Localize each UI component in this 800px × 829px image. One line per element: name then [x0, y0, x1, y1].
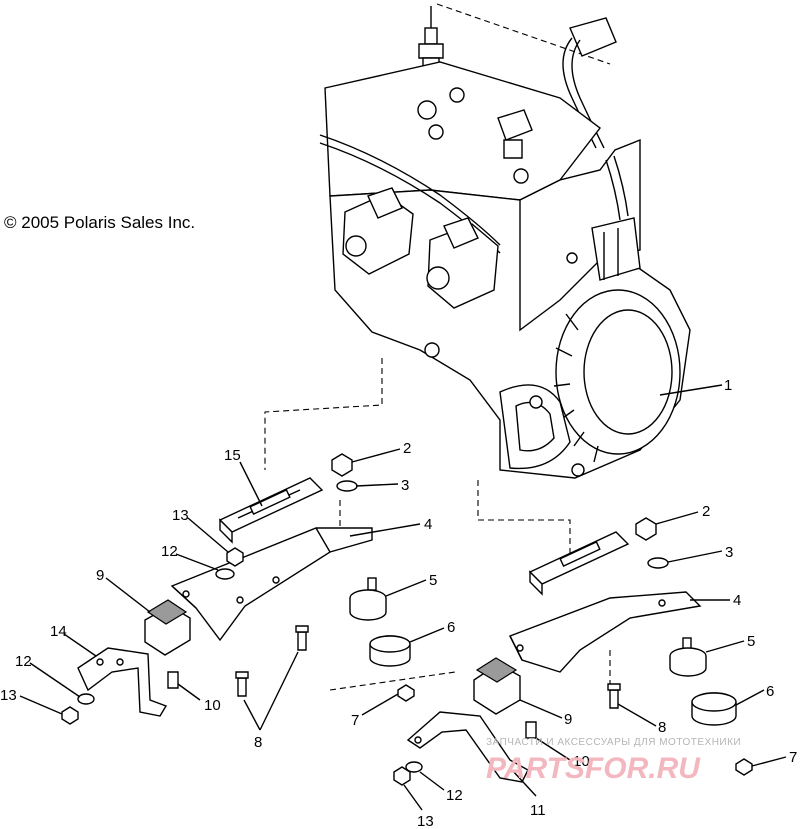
callout-5: 5 [429, 572, 437, 589]
callout-11: 11 [530, 802, 546, 819]
callout-12: 12 [161, 543, 178, 560]
callout-4: 4 [424, 516, 432, 533]
callout-10: 10 [573, 753, 590, 770]
right-mount-stack [393, 517, 753, 786]
leader-lines [19, 384, 787, 811]
callout-2: 2 [403, 440, 411, 457]
callout-9: 9 [564, 711, 572, 728]
watermark: ЗАПЧАСТИ И АКСЕССУАРЫ ДЛЯ МОТОТЕХНИКИ PA… [486, 737, 741, 785]
callout-13: 13 [417, 813, 434, 829]
callout-12: 12 [15, 653, 32, 670]
callout-3: 3 [401, 477, 409, 494]
callout-7: 7 [351, 712, 359, 729]
callout-8: 8 [254, 734, 262, 751]
callout-13: 13 [172, 507, 189, 524]
callout-7: 7 [789, 749, 797, 766]
callout-14: 14 [50, 623, 67, 640]
copyright-text: © 2005 Polaris Sales Inc. [4, 213, 195, 232]
callout-15: 15 [224, 447, 241, 464]
callout-6: 6 [447, 619, 455, 636]
watermark-tagline: ЗАПЧАСТИ И АКСЕССУАРЫ ДЛЯ МОТОТЕХНИКИ [486, 737, 741, 748]
callout-5: 5 [747, 633, 755, 650]
callout-4: 4 [733, 592, 741, 609]
engine-assembly [319, 61, 691, 479]
callout-8: 8 [658, 719, 666, 736]
callout-13: 13 [0, 687, 17, 704]
left-mount-stack [61, 453, 415, 725]
callout-12: 12 [446, 787, 463, 804]
callout-1: 1 [724, 377, 732, 394]
watermark-brand: PARTSFOR.RU [486, 752, 701, 785]
callout-3: 3 [725, 544, 733, 561]
callout-10: 10 [204, 697, 221, 714]
callout-6: 6 [766, 683, 774, 700]
callout-2: 2 [702, 503, 710, 520]
callout-9: 9 [96, 567, 104, 584]
callouts: 1 2 3 15 13 4 12 5 9 6 14 12 10 13 7 8 2… [0, 377, 797, 829]
